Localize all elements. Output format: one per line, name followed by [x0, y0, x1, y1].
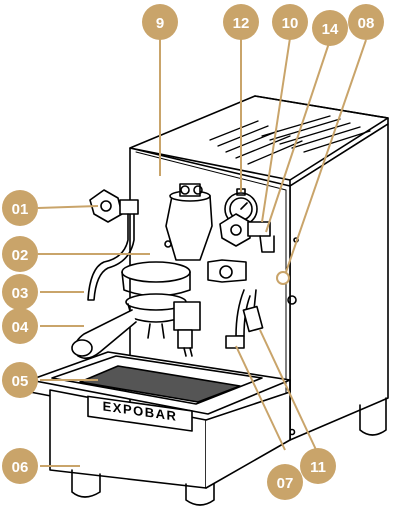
svg-text:11: 11 — [310, 459, 326, 476]
side-switch — [276, 271, 290, 285]
logo-plate — [87, 395, 193, 432]
callout-14: 14 — [312, 10, 348, 46]
svg-text:01: 01 — [12, 201, 29, 218]
front-foot-right — [185, 483, 215, 506]
callout-06: 06 — [2, 448, 38, 484]
callout-12: 12 — [223, 4, 259, 40]
callout-11: 11 — [300, 448, 336, 484]
callout-09: 9 — [142, 4, 178, 40]
svg-text:06: 06 — [12, 459, 29, 476]
svg-text:9: 9 — [156, 15, 164, 32]
callout-03: 03 — [2, 274, 38, 310]
callout-07: 07 — [267, 464, 303, 500]
callout-05: 05 — [2, 362, 38, 398]
callout-01: 01 — [2, 190, 38, 226]
callout-badges: 01 02 03 04 05 06 07 08 — [2, 4, 384, 500]
water-valve — [207, 213, 275, 349]
svg-text:07: 07 — [277, 475, 294, 492]
top-vents — [209, 115, 371, 165]
svg-text:12: 12 — [233, 15, 250, 32]
front-foot-left — [71, 469, 101, 498]
svg-text:14: 14 — [322, 21, 339, 38]
solenoid — [173, 301, 201, 357]
svg-text:02: 02 — [12, 247, 29, 264]
leader-lines — [37, 37, 367, 467]
svg-text:05: 05 — [12, 373, 29, 390]
callout-08: 08 — [348, 4, 384, 40]
svg-text:08: 08 — [358, 15, 375, 32]
callout-04: 04 — [2, 308, 38, 344]
machine-illustration — [29, 95, 389, 506]
steam-valve — [87, 189, 139, 301]
svg-text:04: 04 — [12, 319, 29, 336]
drip-grate — [79, 365, 241, 403]
svg-text:03: 03 — [12, 285, 29, 302]
callout-02: 02 — [2, 236, 38, 272]
callout-10: 10 — [272, 4, 308, 40]
group-head — [121, 183, 213, 297]
svg-text:10: 10 — [282, 15, 299, 32]
